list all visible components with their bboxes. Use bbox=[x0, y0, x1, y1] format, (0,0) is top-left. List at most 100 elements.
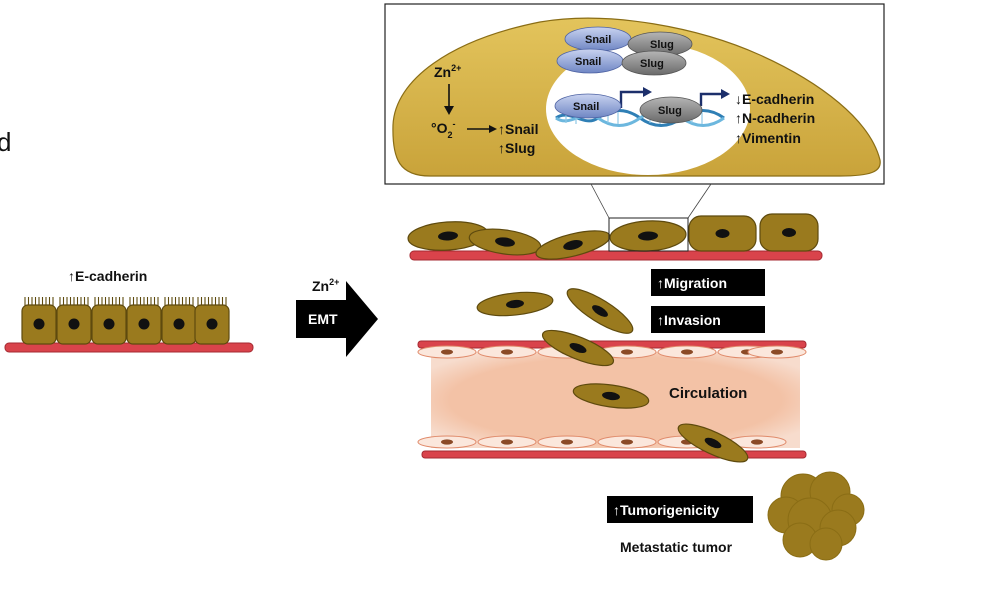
endothelial-nucleus bbox=[441, 349, 453, 355]
slug-promoter-arrowhead bbox=[721, 89, 730, 99]
mesenchymal-cells bbox=[407, 213, 819, 260]
endothelial-nucleus bbox=[501, 349, 513, 355]
spindle-nucleus bbox=[563, 240, 583, 250]
slug-dna-bound bbox=[639, 96, 703, 124]
e-cadherin-up-label: ↑E-cadherin bbox=[68, 268, 147, 284]
endothelial-nucleus bbox=[681, 349, 693, 355]
e-cadherin-down-label: ↓E-cadherin bbox=[735, 91, 814, 107]
snail-dna-bound-label: Snail bbox=[573, 101, 599, 113]
zn-label: Zn2+ bbox=[312, 277, 339, 294]
endothelial-cell bbox=[477, 345, 537, 359]
ros-to-snail-arrowhead bbox=[489, 125, 497, 133]
tumorigenicity-label: ↑Tumorigenicity bbox=[613, 502, 720, 518]
migration-label: ↑Migration bbox=[657, 275, 727, 291]
snail-protein-top-label: Snail bbox=[585, 34, 611, 46]
vessel-wall-bottom bbox=[421, 450, 807, 459]
epithelial-nucleus bbox=[173, 318, 185, 330]
epithelial-cells bbox=[21, 297, 230, 345]
metastatic-tumor-label: Metastatic tumor bbox=[620, 539, 733, 555]
flat-cell bbox=[688, 215, 757, 252]
slug-protein-bottom bbox=[621, 50, 687, 76]
spindle-nucleus bbox=[506, 299, 524, 309]
zn-to-ros-arrowhead bbox=[444, 106, 454, 115]
epithelial-nucleus bbox=[33, 318, 45, 330]
spindle-cell bbox=[566, 288, 634, 334]
endothelial-cell bbox=[597, 435, 657, 449]
emt-arrow-shape bbox=[296, 281, 378, 357]
invasion-label: ↑Invasion bbox=[657, 312, 721, 328]
spindle-cell bbox=[476, 291, 554, 317]
tumor-lobe bbox=[809, 527, 843, 561]
endothelial-nucleus bbox=[751, 439, 763, 445]
endothelial-nucleus bbox=[771, 349, 783, 355]
flat-cell-nucleus bbox=[715, 229, 730, 238]
flat-cell-nucleus bbox=[782, 228, 796, 237]
snail-promoter-arrow bbox=[619, 90, 646, 108]
epithelial-cell bbox=[21, 297, 57, 345]
epithelial-cell bbox=[194, 297, 230, 345]
migrating-cells bbox=[476, 288, 749, 463]
top-membrane bbox=[409, 250, 823, 261]
endothelial-nucleus bbox=[441, 439, 453, 445]
epithelial-cell bbox=[56, 297, 92, 345]
n-cadherin-up-label: ↑N-cadherin bbox=[735, 110, 815, 126]
spindle-cell bbox=[541, 329, 615, 367]
emt-arrow: Zn2+ EMT bbox=[296, 277, 378, 357]
zoom-line-right bbox=[687, 183, 712, 219]
invasion-box bbox=[651, 306, 765, 333]
spindle-cell bbox=[609, 220, 687, 252]
spindle-nucleus bbox=[495, 237, 515, 247]
epithelial-nucleus bbox=[138, 318, 150, 330]
slug-protein-bottom-label: Slug bbox=[640, 58, 664, 70]
slug-dna-bound-label: Slug bbox=[658, 105, 682, 117]
endothelial-nucleus bbox=[621, 439, 633, 445]
metastatic-tumor bbox=[767, 471, 865, 561]
zoom-line-left bbox=[590, 183, 610, 219]
snail-up-label: ↑Snail bbox=[498, 121, 538, 137]
endothelial-cell bbox=[537, 435, 597, 449]
vimentin-up-label: ↑Vimentin bbox=[735, 130, 801, 146]
spindle-nucleus bbox=[704, 437, 722, 449]
epithelial-nucleus bbox=[68, 318, 80, 330]
slug-promoter-arrow bbox=[699, 92, 724, 106]
spindle-cell bbox=[407, 221, 489, 251]
migration-box bbox=[651, 269, 765, 296]
endothelial-nucleus bbox=[621, 349, 633, 355]
epithelial-nucleus bbox=[206, 318, 218, 330]
epithelial-cell bbox=[91, 297, 127, 345]
spindle-cell bbox=[572, 383, 650, 409]
spindle-nucleus bbox=[592, 305, 608, 317]
endothelial-cell bbox=[417, 435, 477, 449]
circulation-label: Circulation bbox=[669, 385, 747, 402]
endothelial-cell bbox=[417, 345, 477, 359]
snail-promoter-arrowhead bbox=[643, 87, 652, 97]
spindle-nucleus bbox=[602, 391, 620, 401]
spindle-nucleus bbox=[638, 231, 658, 241]
endothelial-nucleus bbox=[501, 439, 513, 445]
slug-protein-top-label: Slug bbox=[650, 39, 674, 51]
spindle-nucleus bbox=[438, 231, 458, 241]
flat-cell bbox=[759, 213, 819, 252]
epithelial-nucleus bbox=[103, 318, 115, 330]
endothelial-cell bbox=[727, 435, 787, 449]
snail-protein-bottom-label: Snail bbox=[575, 56, 601, 68]
snail-dna-bound bbox=[554, 93, 622, 119]
mesenchymal-panel: ↑Migration ↑Invasion Circulation ↑Tumori… bbox=[407, 213, 865, 561]
inset-zn-label: Zn2+ bbox=[434, 63, 461, 80]
tumorigenicity-box bbox=[607, 496, 753, 523]
slug-up-label: ↑Slug bbox=[498, 140, 535, 156]
endothelial-nucleus bbox=[561, 439, 573, 445]
inset-panel: Zn2+ °O2- ↑Snail ↑Slug Snail Slug Snail … bbox=[384, 3, 885, 185]
endothelial-cell bbox=[747, 345, 807, 359]
epithelial-cell bbox=[126, 297, 162, 345]
stray-text: d bbox=[0, 127, 11, 157]
superoxide-label: °O2- bbox=[431, 119, 456, 140]
spindle-cell bbox=[677, 423, 749, 463]
endothelial-cell bbox=[477, 435, 537, 449]
epithelial-cell bbox=[161, 297, 197, 345]
emt-label: EMT bbox=[308, 311, 338, 327]
epithelial-panel: ↑E-cadherin bbox=[4, 268, 254, 353]
endothelial-cell bbox=[657, 345, 717, 359]
spindle-nucleus bbox=[569, 342, 587, 354]
